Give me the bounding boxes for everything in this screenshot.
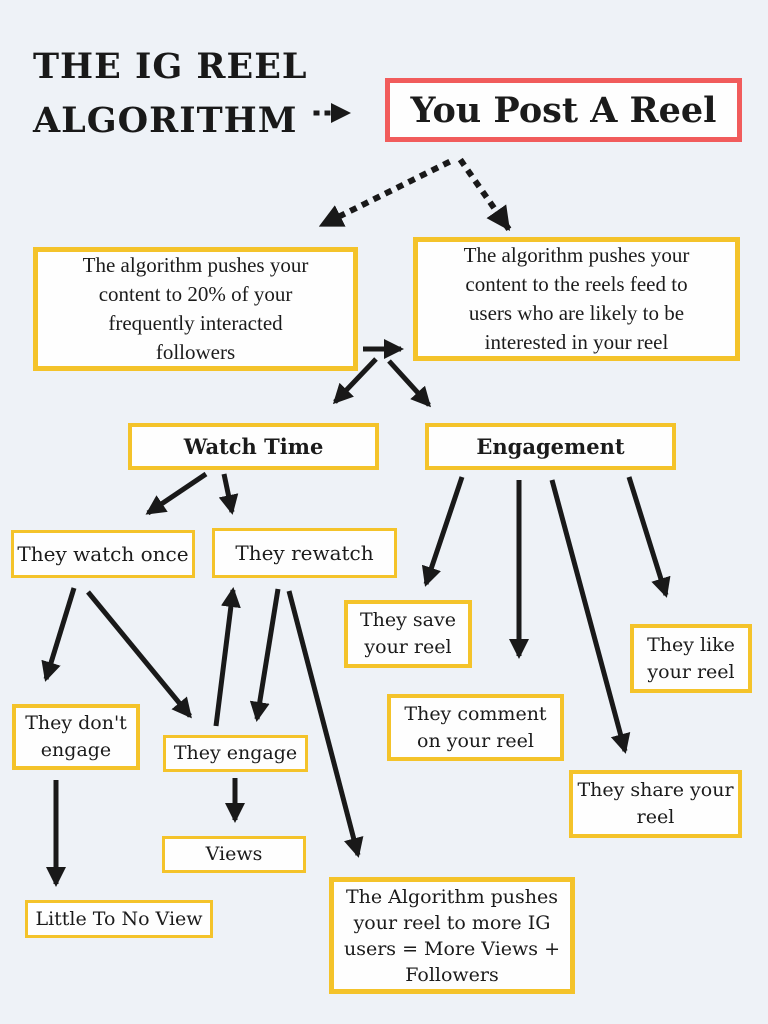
page-title: THE IG REEL ALGORITHM — [33, 46, 308, 141]
arrow-split-to-watchtime — [332, 357, 378, 405]
node-push-to-followers: The algorithm pushes your content to 20%… — [33, 247, 358, 371]
arrow-rewatch-to-engage — [249, 588, 281, 722]
arrow-watchtime-to-watchonce — [145, 471, 208, 516]
node-they-save: They save your reel — [344, 600, 472, 668]
arrow-watchonce-to-engage — [86, 590, 192, 719]
node-push-to-reels-feed: The algorithm pushes your content to the… — [413, 237, 740, 361]
node-they-share: They share your reel — [569, 770, 742, 838]
node-little-to-no-view: Little To No View — [25, 900, 213, 938]
node-they-comment: They comment on your reel — [387, 694, 564, 761]
node-they-rewatch: They rewatch — [212, 528, 397, 578]
arrow-engage-to-rewatch — [213, 587, 241, 727]
node-watch-time: Watch Time — [128, 423, 379, 470]
node-algorithm-pushes-more-users: The Algorithm pushes your reel to more I… — [329, 877, 575, 994]
node-engagement: Engagement — [425, 423, 676, 470]
arrow-rewatch-to-algo — [286, 590, 364, 858]
arrow-engagement-to-share — [549, 479, 631, 754]
node-they-like: They like your reel — [630, 624, 752, 693]
node-you-post-a-reel: You Post A Reel — [385, 78, 742, 142]
node-they-dont-engage: They don't engage — [12, 704, 140, 770]
node-they-engage: They engage — [163, 735, 308, 772]
node-they-watch-once: They watch once — [11, 530, 195, 578]
arrow-engagement-to-like — [626, 476, 671, 598]
arrow-split-to-engagement — [387, 359, 432, 408]
arrow-post-to-feed — [457, 157, 513, 233]
node-views: Views — [162, 836, 306, 873]
arrow-post-to-followers — [317, 158, 452, 230]
arrow-engagement-to-save — [421, 476, 465, 587]
arrow-watchonce-to-dontengage — [41, 587, 77, 682]
arrow-watchtime-to-rewatch — [218, 473, 239, 515]
